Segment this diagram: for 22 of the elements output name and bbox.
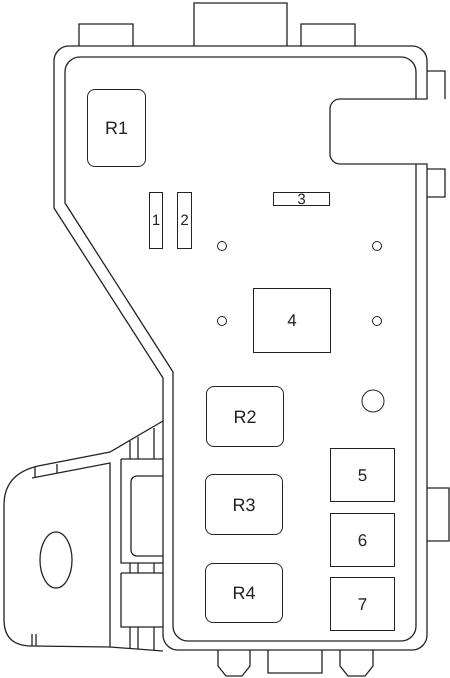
fuse-slot (177, 192, 192, 249)
slot-label: 5 (358, 466, 368, 484)
fuse-slot (330, 513, 395, 567)
slot-label: 4 (287, 312, 297, 329)
fuse-slot (273, 192, 330, 206)
slot-label: 6 (358, 532, 368, 548)
relay-slot (205, 474, 283, 535)
fuse-slot (149, 192, 163, 249)
relay-slot (206, 386, 284, 447)
slot-label: R4 (232, 584, 256, 602)
slot-label: R2 (233, 408, 256, 426)
slot-label: 3 (297, 192, 306, 206)
fuse-slot (253, 288, 331, 353)
fuse-slot (330, 448, 395, 502)
relay-slot (87, 89, 146, 167)
slot-label: 1 (152, 213, 160, 228)
slot-label: 2 (180, 213, 189, 228)
slot-label: R1 (104, 119, 128, 137)
fuse-slot (330, 577, 395, 631)
slot-label: R3 (232, 496, 256, 514)
slot-label: 7 (358, 596, 368, 612)
relay-slot (205, 563, 283, 623)
